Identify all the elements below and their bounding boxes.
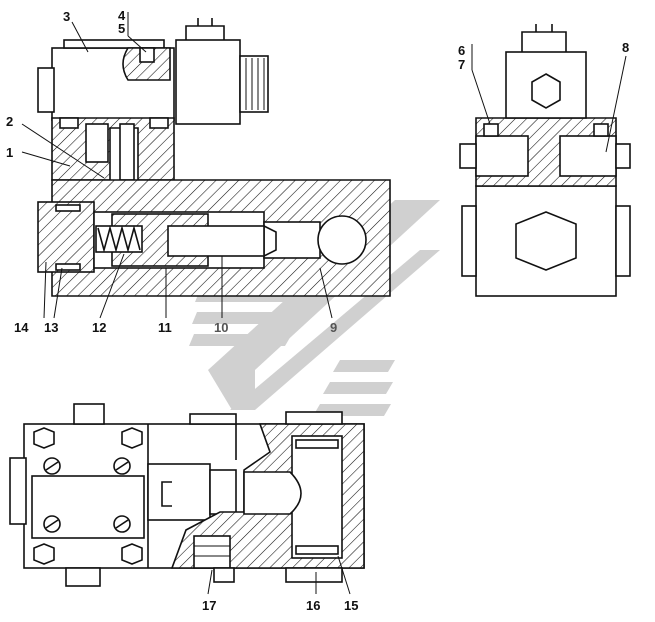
callout-4: 4: [118, 8, 126, 23]
hex-bolt-icon: [121, 427, 143, 449]
end-view: [459, 24, 631, 297]
callout-3: 3: [63, 9, 70, 24]
section-view-main: [37, 18, 391, 297]
hex-bolt-icon: [33, 427, 55, 449]
solenoid-nut: [239, 55, 269, 113]
plan-solenoid: [147, 463, 211, 521]
cover-cutaway-top: [122, 47, 171, 81]
callout-11: 11: [158, 320, 172, 335]
callout-labels: 1 2 3 4 5 6 7 8 9 10 11 12 13 14 15 16 1…: [6, 8, 629, 613]
callout-15: 15: [344, 598, 358, 613]
port-circle: [317, 215, 367, 265]
slotted-screw-icon: [43, 457, 131, 533]
hex-bolt-icon: [121, 543, 143, 565]
plan-view: [9, 403, 365, 587]
hex-bolt-icon: [515, 211, 577, 271]
cover-side-plug: [37, 67, 55, 113]
plunger: [167, 225, 265, 257]
callout-13: 13: [44, 320, 58, 335]
cover-top-rim: [63, 39, 165, 49]
callout-16: 16: [306, 598, 320, 613]
connector-housing: [185, 25, 225, 40]
callout-6: 6: [458, 43, 465, 58]
callout-1: 1: [6, 145, 13, 160]
callout-5: 5: [118, 21, 125, 36]
solenoid-coil: [175, 39, 241, 125]
callout-14: 14: [14, 320, 29, 335]
callout-7: 7: [458, 57, 465, 72]
callout-12: 12: [92, 320, 106, 335]
callout-8: 8: [622, 40, 629, 55]
callout-10: 10: [214, 320, 228, 335]
callout-17: 17: [202, 598, 216, 613]
end-plug: [37, 201, 95, 273]
callout-9: 9: [330, 320, 337, 335]
hex-bolt-icon: [33, 543, 55, 565]
spring-icon: [95, 224, 143, 254]
callout-2: 2: [6, 114, 13, 129]
